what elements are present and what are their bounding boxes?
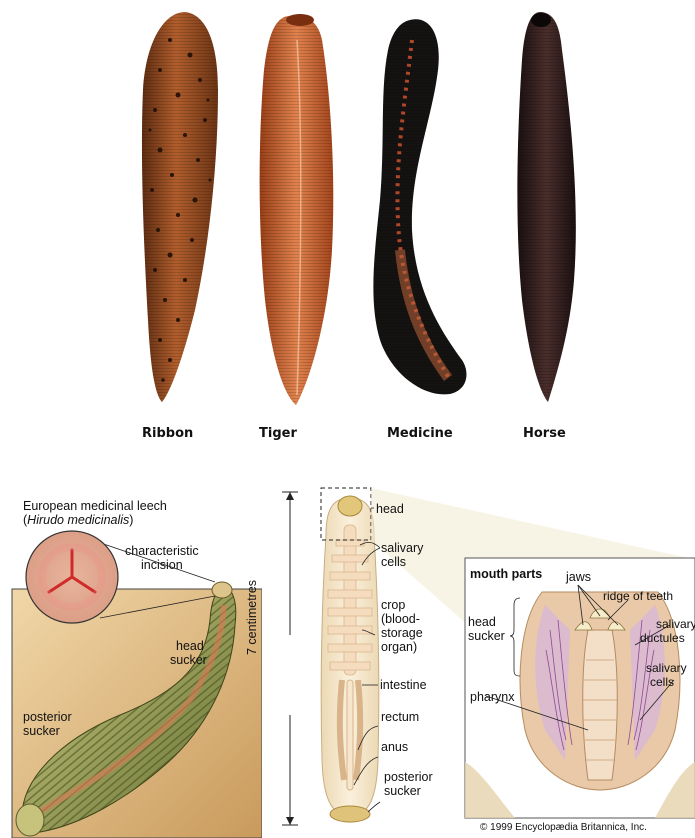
label-intestine: intestine [380, 678, 427, 692]
internal-anatomy-illustration [270, 480, 695, 838]
label-rectum: rectum [381, 710, 419, 724]
horse-leech [517, 12, 575, 402]
species-label-ribbon: Ribbon [142, 426, 193, 441]
medicine-leech [373, 19, 466, 394]
species-label-tiger: Tiger [259, 426, 297, 441]
panel-title: European medicinal leech [23, 499, 167, 513]
label-characteristic-incision: characteristic incision [125, 544, 199, 572]
copyright: © 1999 Encyclopædia Britannica, Inc. [480, 821, 647, 835]
label-head: head [376, 502, 404, 516]
label-jaws: jaws [566, 570, 591, 584]
label-head-sucker-inset: head sucker [468, 615, 505, 643]
mouth-parts-title: mouth parts [470, 567, 542, 581]
species-label-horse: Horse [523, 426, 566, 441]
label-anus: anus [381, 740, 408, 754]
label-pharynx: pharynx [470, 690, 514, 704]
label-crop: crop (blood- storage organ) [381, 598, 423, 654]
medicinal-leech-illustration [0, 530, 262, 838]
panel-subtitle: (Hirudo medicinalis) [23, 513, 133, 527]
tiger-leech [260, 14, 334, 405]
species-label-medicine: Medicine [387, 426, 453, 441]
leech-species-illustration [0, 0, 695, 450]
label-posterior-sucker-left: posterior sucker [23, 710, 72, 738]
label-ridge-of-teeth: ridge of teeth [603, 589, 673, 603]
label-head-sucker-left: head sucker [170, 639, 207, 667]
label-salivary-ductules: salivary ductules [640, 617, 695, 645]
scale-label: 7 centimetres [245, 580, 259, 655]
label-posterior-sucker: posterior sucker [384, 770, 433, 798]
label-salivary-cells-inset: salivary cells [646, 661, 687, 689]
label-salivary-cells: salivary cells [381, 541, 423, 569]
scientific-name: Hirudo medicinalis [27, 513, 129, 527]
ribbon-leech [142, 12, 218, 402]
